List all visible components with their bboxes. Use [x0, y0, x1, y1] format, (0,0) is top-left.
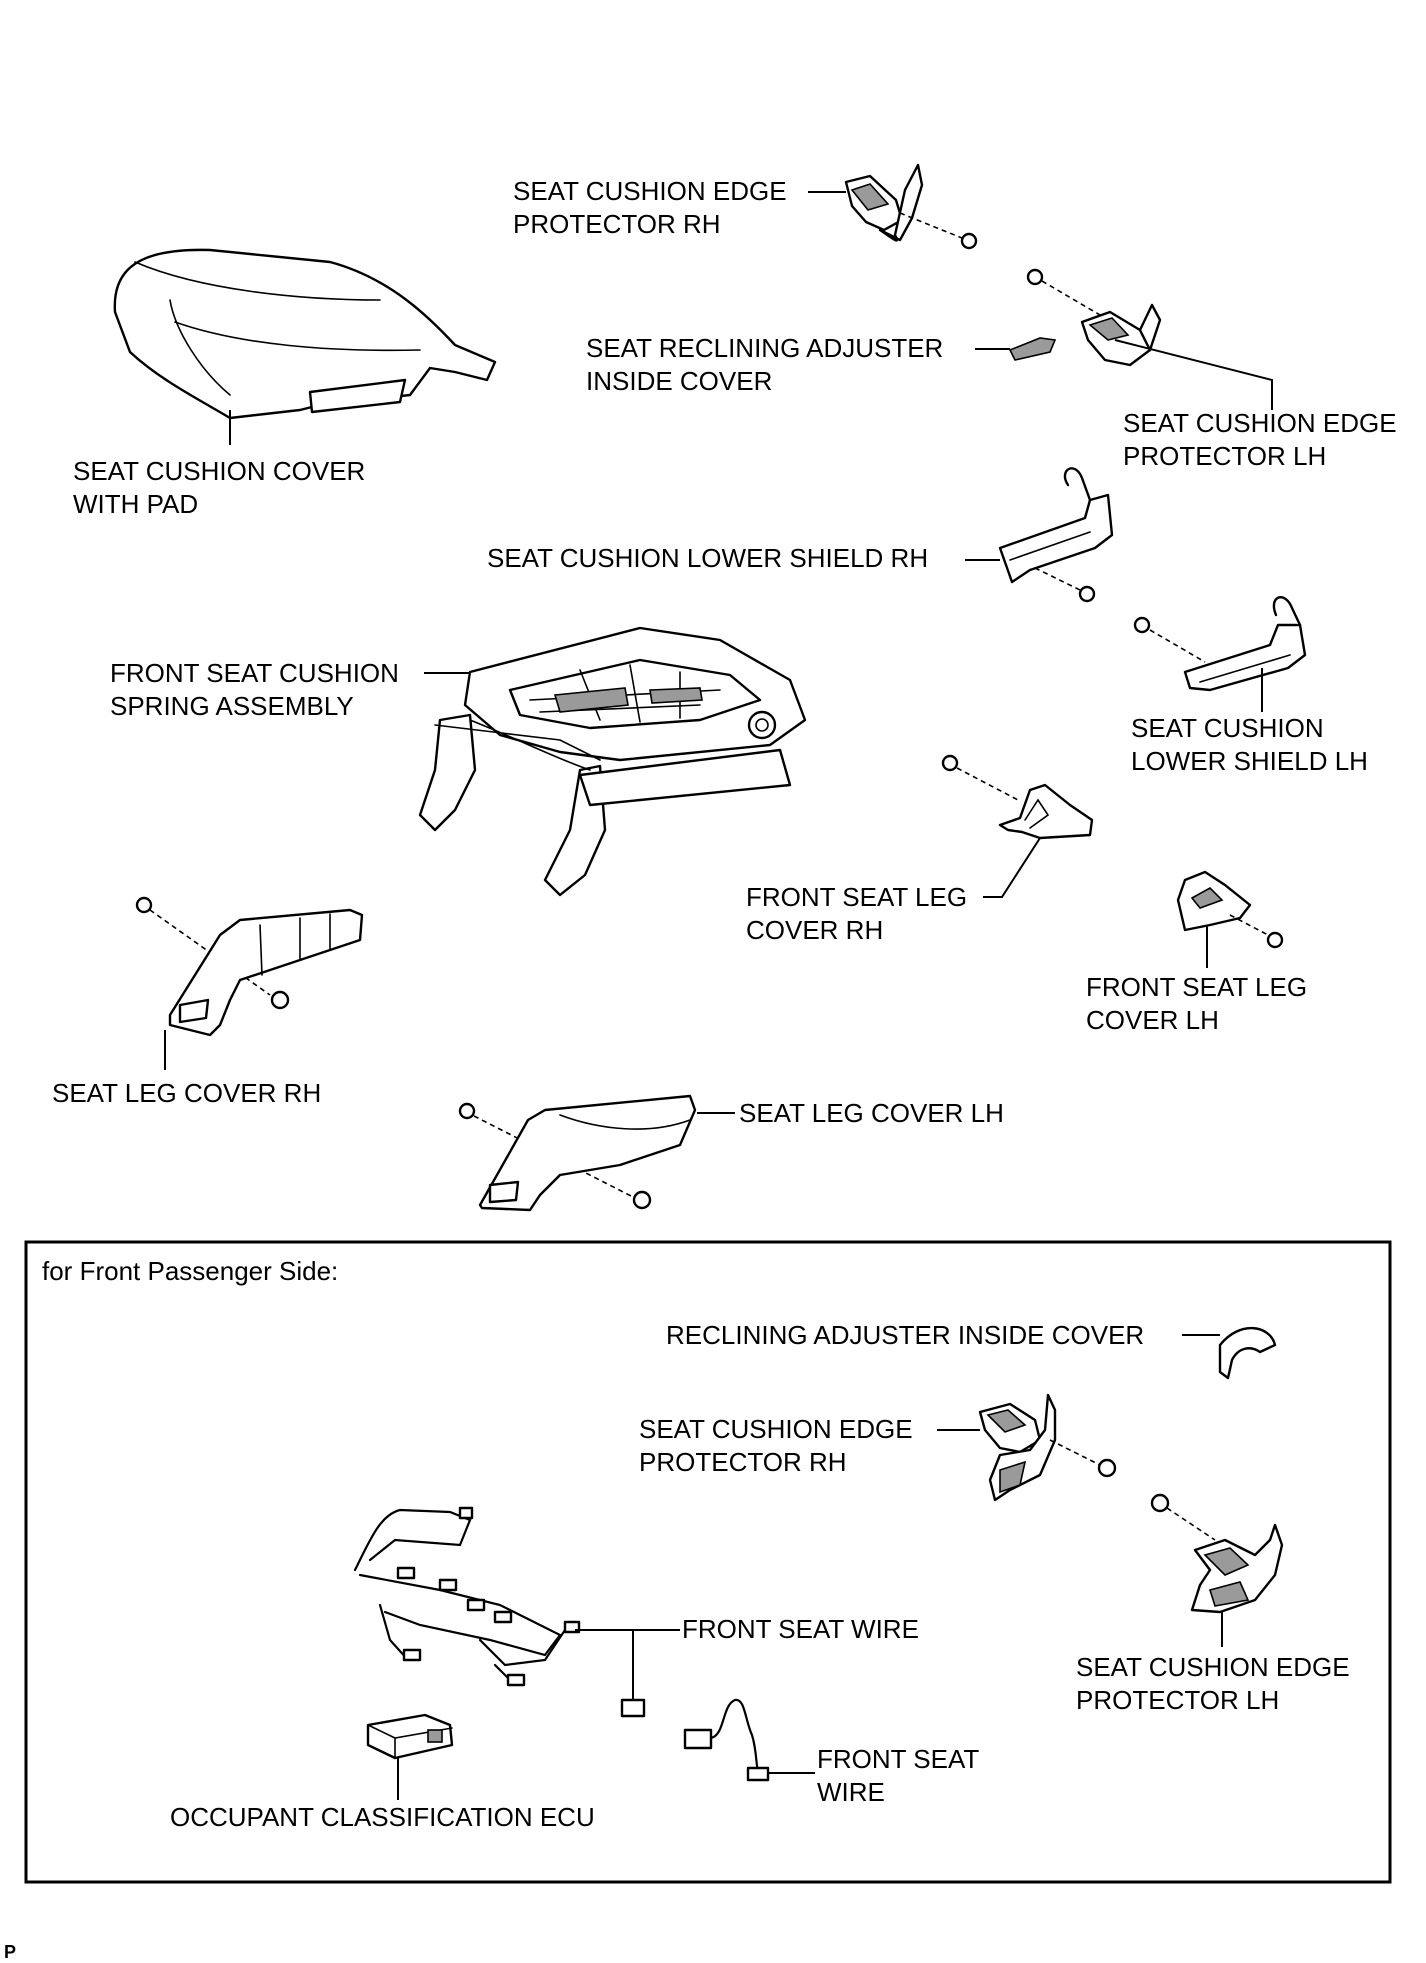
- seat-cushion-cover-illustration: [113, 248, 497, 420]
- label-seat-cushion-cover: SEAT CUSHION COVER WITH PAD: [73, 456, 373, 519]
- inset-label-edge-protector-lh: SEAT CUSHION EDGE PROTECTOR LH: [1076, 1652, 1357, 1715]
- label-edge-protector-rh-line2: PROTECTOR RH: [513, 209, 721, 239]
- seat-leg-cover-lh-illustration: [458, 1094, 697, 1212]
- label-front-leg-cover-lh: FRONT SEAT LEG COVER LH: [1086, 972, 1314, 1035]
- label-edge-protector-lh-line1: SEAT CUSHION EDGE: [1123, 408, 1397, 438]
- label-edge-protector-rh-line1: SEAT CUSHION EDGE: [513, 176, 787, 206]
- label-leg-cover-rh: SEAT LEG COVER RH: [52, 1078, 321, 1108]
- footer-code: P: [4, 1942, 16, 1962]
- seat-leg-cover-rh-illustration: [135, 896, 364, 1037]
- inset-title: for Front Passenger Side:: [42, 1256, 338, 1286]
- leader-lines: [164, 191, 1273, 1114]
- inset-label-front-seat-wire-2: FRONT SEAT WIRE: [817, 1744, 986, 1807]
- label-lower-shield-lh-line2: LOWER SHIELD LH: [1131, 746, 1368, 776]
- label-reclining-adjuster-inside-cover-line2: INSIDE COVER: [586, 366, 772, 396]
- inset-label-edge-protector-lh-line2: PROTECTOR LH: [1076, 1685, 1279, 1715]
- inset-label-edge-protector-rh-line1: SEAT CUSHION EDGE: [639, 1414, 913, 1444]
- inset-label-front-seat-wire-2-line2: WIRE: [817, 1777, 885, 1807]
- inset-label-reclining-cover: RECLINING ADJUSTER INSIDE COVER: [666, 1320, 1144, 1350]
- lower-shield-lh-illustration: [1133, 596, 1307, 692]
- inset-reclining-cover-illustration: [1218, 1326, 1277, 1380]
- inset-label-front-seat-wire-2-line1: FRONT SEAT: [817, 1744, 979, 1774]
- label-lower-shield-lh: SEAT CUSHION LOWER SHIELD LH: [1131, 713, 1368, 776]
- label-front-leg-cover-rh-line1: FRONT SEAT LEG: [746, 882, 967, 912]
- label-lower-shield-rh: SEAT CUSHION LOWER SHIELD RH: [487, 543, 928, 573]
- reclining-adjuster-inside-cover-illustration: [1008, 337, 1057, 361]
- label-leg-cover-lh-line1: SEAT LEG COVER LH: [739, 1098, 1004, 1128]
- label-front-leg-cover-rh: FRONT SEAT LEG COVER RH: [746, 882, 974, 945]
- label-seat-cushion-cover-line2: WITH PAD: [73, 489, 198, 519]
- label-leg-cover-lh: SEAT LEG COVER LH: [739, 1098, 1004, 1128]
- label-leg-cover-rh-line1: SEAT LEG COVER RH: [52, 1078, 321, 1108]
- front-passenger-side-inset-box: [24, 1240, 1392, 1884]
- spring-assembly-illustration: [418, 626, 807, 897]
- label-front-leg-cover-lh-line1: FRONT SEAT LEG: [1086, 972, 1307, 1002]
- label-spring-assembly-line2: SPRING ASSEMBLY: [110, 691, 354, 721]
- label-seat-cushion-cover-line1: SEAT CUSHION COVER: [73, 456, 365, 486]
- inset-label-front-seat-wire-1: FRONT SEAT WIRE: [682, 1614, 919, 1644]
- label-edge-protector-rh: SEAT CUSHION EDGE PROTECTOR RH: [513, 176, 794, 239]
- inset-label-edge-protector-rh-line2: PROTECTOR RH: [639, 1447, 847, 1477]
- inset-front-seat-wire-leader-1: [575, 1629, 680, 1700]
- label-spring-assembly-line1: FRONT SEAT CUSHION: [110, 658, 399, 688]
- label-reclining-adjuster-inside-cover-line1: SEAT RECLINING ADJUSTER: [586, 333, 943, 363]
- label-reclining-adjuster-inside-cover: SEAT RECLINING ADJUSTER INSIDE COVER: [586, 333, 951, 396]
- inset-front-seat-wire-harness-illustration: [353, 1506, 646, 1718]
- front-seat-leg-cover-lh-illustration: [1176, 870, 1284, 949]
- edge-protector-lh-illustration: [1026, 268, 1162, 367]
- inset-occupant-ecu-illustration: [366, 1713, 454, 1760]
- inset-label-front-seat-wire-1-line1: FRONT SEAT WIRE: [682, 1614, 919, 1644]
- inset-label-edge-protector-rh: SEAT CUSHION EDGE PROTECTOR RH: [639, 1414, 920, 1477]
- inset-label-occupant-ecu-line1: OCCUPANT CLASSIFICATION ECU: [170, 1802, 595, 1832]
- inset-edge-protector-lh-illustration: [1150, 1493, 1284, 1614]
- lower-shield-rh-illustration: [998, 467, 1114, 603]
- inset-label-occupant-ecu: OCCUPANT CLASSIFICATION ECU: [170, 1802, 595, 1832]
- label-edge-protector-lh-line2: PROTECTOR LH: [1123, 441, 1326, 471]
- label-spring-assembly: FRONT SEAT CUSHION SPRING ASSEMBLY: [110, 658, 406, 721]
- inset-label-edge-protector-lh-line1: SEAT CUSHION EDGE: [1076, 1652, 1350, 1682]
- front-seat-leg-cover-rh-illustration: [941, 754, 1094, 840]
- inset-front-seat-wire-small-illustration: [683, 1698, 770, 1782]
- label-edge-protector-lh: SEAT CUSHION EDGE PROTECTOR LH: [1123, 408, 1404, 471]
- edge-protector-rh-illustration: [844, 163, 978, 250]
- label-lower-shield-rh-line1: SEAT CUSHION LOWER SHIELD RH: [487, 543, 928, 573]
- label-front-leg-cover-rh-line2: COVER RH: [746, 915, 883, 945]
- label-lower-shield-lh-line1: SEAT CUSHION: [1131, 713, 1324, 743]
- inset-label-reclining-cover-line1: RECLINING ADJUSTER INSIDE COVER: [666, 1320, 1144, 1350]
- label-front-leg-cover-lh-line2: COVER LH: [1086, 1005, 1219, 1035]
- inset-edge-protector-rh-illustration: [978, 1393, 1117, 1502]
